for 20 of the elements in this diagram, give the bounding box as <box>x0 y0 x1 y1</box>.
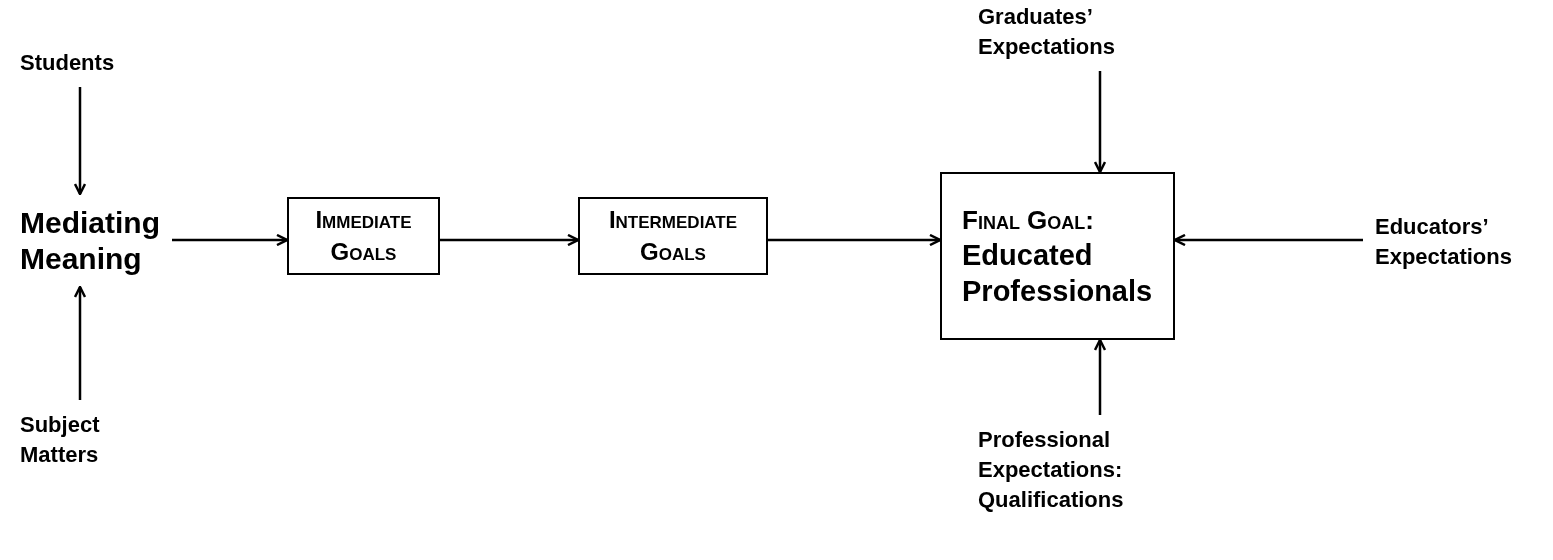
arrow <box>1093 338 1107 415</box>
input-label: Students <box>20 48 140 78</box>
arrow <box>440 233 580 247</box>
box-heading: Immediate Goals <box>314 205 413 267</box>
box-label: Educated Professionals <box>962 238 1154 309</box>
box-heading: Intermediate Goals <box>607 205 739 267</box>
arrow <box>768 233 942 247</box>
box-heading: Final Goal: <box>962 204 1094 237</box>
arrow <box>172 233 289 247</box>
process-box <box>578 197 768 275</box>
input-label: Subject Matters <box>20 410 140 470</box>
arrow <box>73 285 87 400</box>
process-box <box>287 197 440 275</box>
input-label: Educators’ Expectations <box>1375 212 1545 272</box>
input-label: Graduates’ Expectations <box>978 2 1158 62</box>
input-label: Professional Expectations: Qualifications <box>978 425 1168 515</box>
arrow <box>73 87 87 196</box>
concept-label: Mediating Meaning <box>20 205 200 277</box>
process-box <box>940 172 1175 340</box>
arrow <box>1093 71 1107 174</box>
